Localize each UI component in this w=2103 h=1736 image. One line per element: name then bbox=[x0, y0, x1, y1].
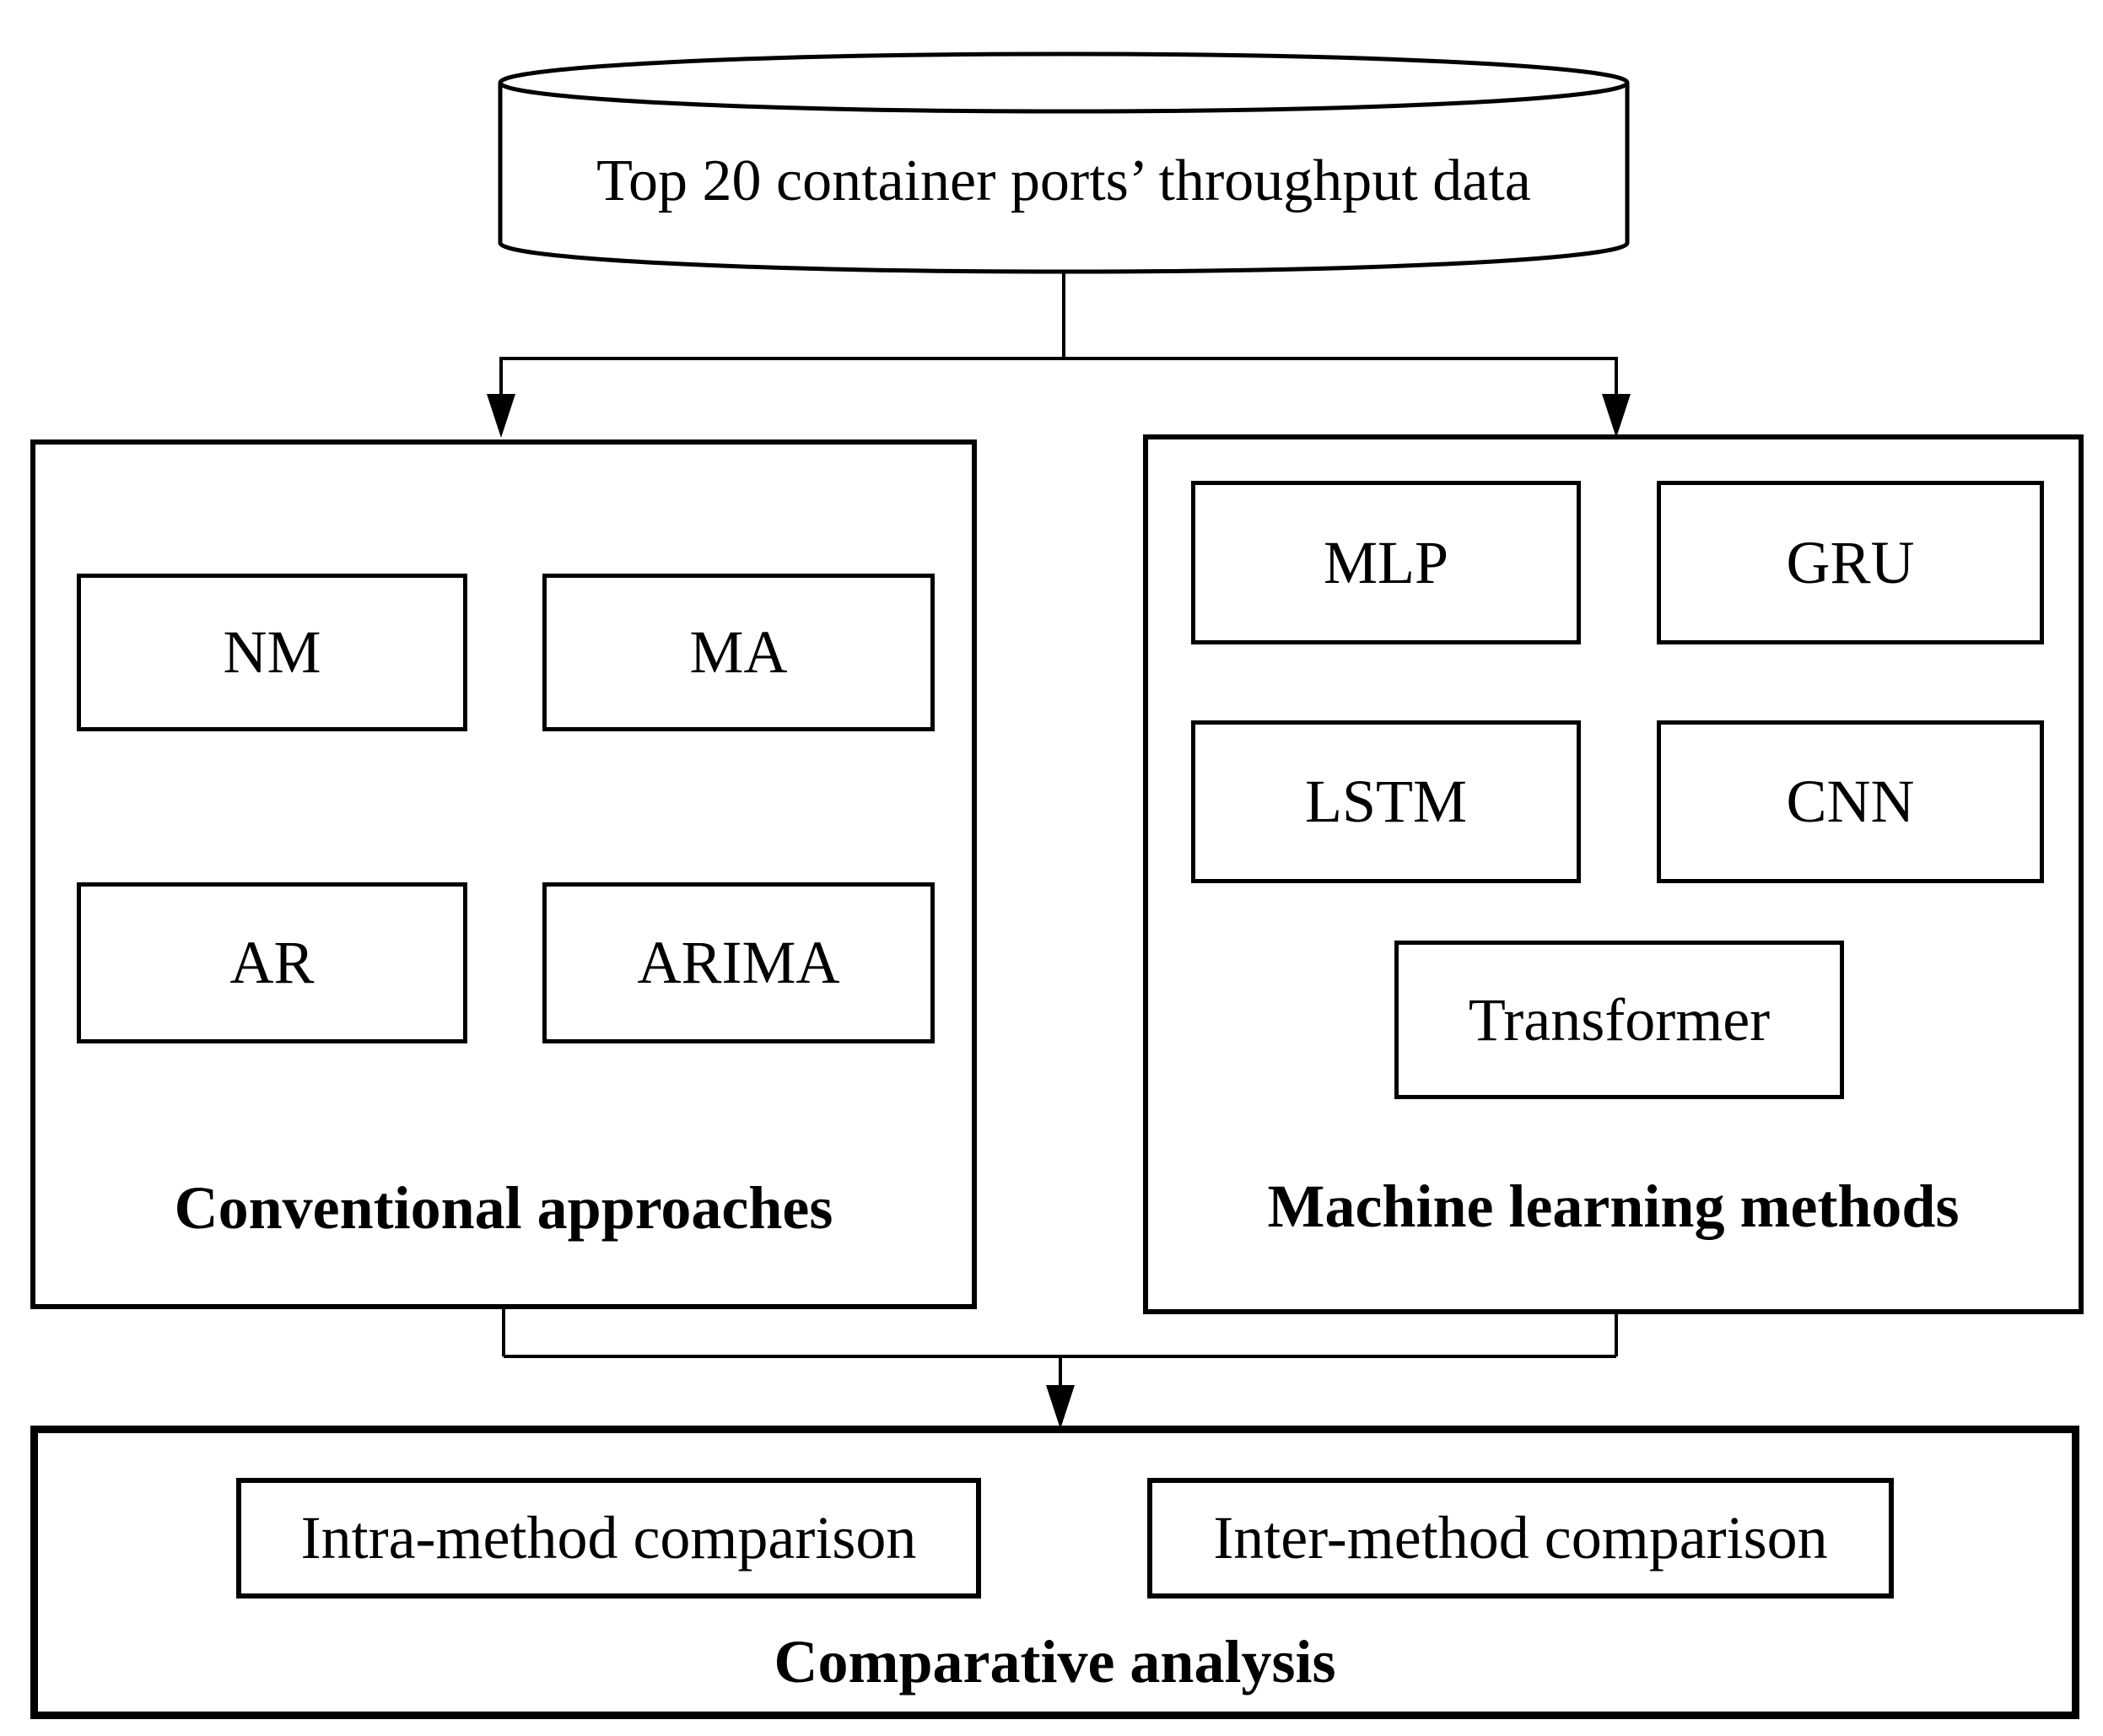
method-label-ma: MA bbox=[689, 618, 788, 686]
arrowhead-left-icon bbox=[487, 394, 515, 438]
machine-learning-panel bbox=[1143, 434, 2084, 1314]
method-label-ar: AR bbox=[229, 929, 315, 996]
method-label-cnn: CNN bbox=[1786, 768, 1915, 835]
method-box-transformer: Transformer bbox=[1394, 941, 1844, 1099]
method-label-transformer: Transformer bbox=[1468, 985, 1771, 1054]
database-label: Top 20 container ports’ throughput data bbox=[596, 148, 1531, 213]
connector-top bbox=[499, 272, 1618, 398]
method-box-lstm: LSTM bbox=[1191, 720, 1581, 883]
method-label-gru: GRU bbox=[1786, 528, 1915, 596]
method-box-cnn: CNN bbox=[1657, 720, 2044, 883]
database-cylinder-top bbox=[498, 51, 1630, 114]
arrowhead-center-icon bbox=[1046, 1385, 1075, 1429]
machine-learning-panel-title: Machine learning methods bbox=[1267, 1173, 1960, 1240]
method-label-nm: NM bbox=[223, 618, 321, 686]
method-label-arima: ARIMA bbox=[637, 929, 840, 996]
arrowhead-right-icon bbox=[1602, 394, 1631, 438]
comparative-analysis-panel bbox=[30, 1426, 2079, 1719]
comparison-label-intra: Intra-method comparison bbox=[300, 1504, 917, 1572]
conventional-panel-title: Conventional approaches bbox=[174, 1174, 833, 1242]
comparison-box-intra: Intra-method comparison bbox=[236, 1478, 981, 1599]
method-box-ma: MA bbox=[542, 574, 935, 731]
method-box-arima: ARIMA bbox=[542, 882, 935, 1043]
comparison-box-inter: Inter-method comparison bbox=[1147, 1478, 1894, 1599]
conventional-approaches-panel bbox=[30, 439, 977, 1309]
method-box-ar: AR bbox=[77, 882, 467, 1043]
method-label-mlp: MLP bbox=[1323, 528, 1449, 596]
method-box-gru: GRU bbox=[1657, 481, 2044, 644]
comparative-panel-title: Comparative analysis bbox=[774, 1627, 1336, 1696]
comparison-label-inter: Inter-method comparison bbox=[1213, 1504, 1828, 1572]
method-label-lstm: LSTM bbox=[1304, 768, 1468, 835]
connector-bottom bbox=[502, 1307, 1618, 1390]
method-box-nm: NM bbox=[77, 574, 467, 731]
method-box-mlp: MLP bbox=[1191, 481, 1581, 644]
